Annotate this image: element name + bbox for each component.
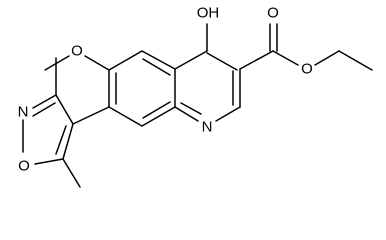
bond-c4a-c5-inner — [142, 58, 171, 76]
bond-isox-c5-methyl — [62, 158, 81, 188]
bond-c3-carbonyl-carbon — [239, 50, 274, 70]
bond-n1-c8a-inner — [180, 102, 202, 115]
bond-isox-c3-n-inner — [32, 102, 56, 117]
carbonyl-oxygen-label: O — [267, 5, 279, 22]
bond-c8-c8a-inner — [142, 101, 171, 119]
bond-isox-c3-n — [32, 94, 57, 109]
bond-c4-c3 — [206, 52, 238, 71]
bond-carbonyl-ether-oxygen — [272, 50, 299, 66]
bond-c4a-c4 — [174, 50, 208, 70]
bond-isox-c4-c3 — [55, 94, 74, 125]
hydroxyl-label: OH — [197, 5, 220, 22]
bond-isox-c5-c4 — [62, 123, 74, 160]
bond-c6-methoxy-oxygen — [84, 55, 110, 71]
methoxy-oxygen-label: O — [71, 43, 83, 60]
bond-c4a-c5 — [141, 50, 176, 70]
pyridine-ring — [174, 50, 241, 122]
bond-c2-n1 — [215, 106, 241, 122]
chemical-structure-diagram: OH O O O N N O — [18, 5, 373, 188]
bond-isox-o-c5 — [34, 158, 64, 165]
isoxazole-oxygen-label: O — [18, 158, 30, 175]
isoxazole-nitrogen-label: N — [18, 104, 29, 121]
bond-c7-c8 — [108, 106, 143, 127]
isoxazole-ring — [22, 57, 81, 188]
methoxy-group — [44, 55, 110, 71]
ethyl-ester-group — [239, 23, 373, 71]
benzene-ring — [108, 50, 176, 127]
bond-n1-c8a — [174, 106, 199, 122]
bond-c8-c8a — [141, 106, 176, 127]
bond-isox-c5-c4-inner — [55, 125, 67, 155]
bond-ether-oxygen-ch2 — [314, 50, 340, 66]
bond-c5-c6 — [108, 50, 143, 71]
ester-oxygen-label: O — [301, 61, 313, 78]
quinoline-nitrogen-label: N — [202, 119, 213, 136]
bond-c7-isoxazole — [72, 106, 110, 125]
bond-ch2-ch3 — [338, 50, 373, 71]
bond-methoxy-oxygen-methyl — [44, 55, 70, 71]
